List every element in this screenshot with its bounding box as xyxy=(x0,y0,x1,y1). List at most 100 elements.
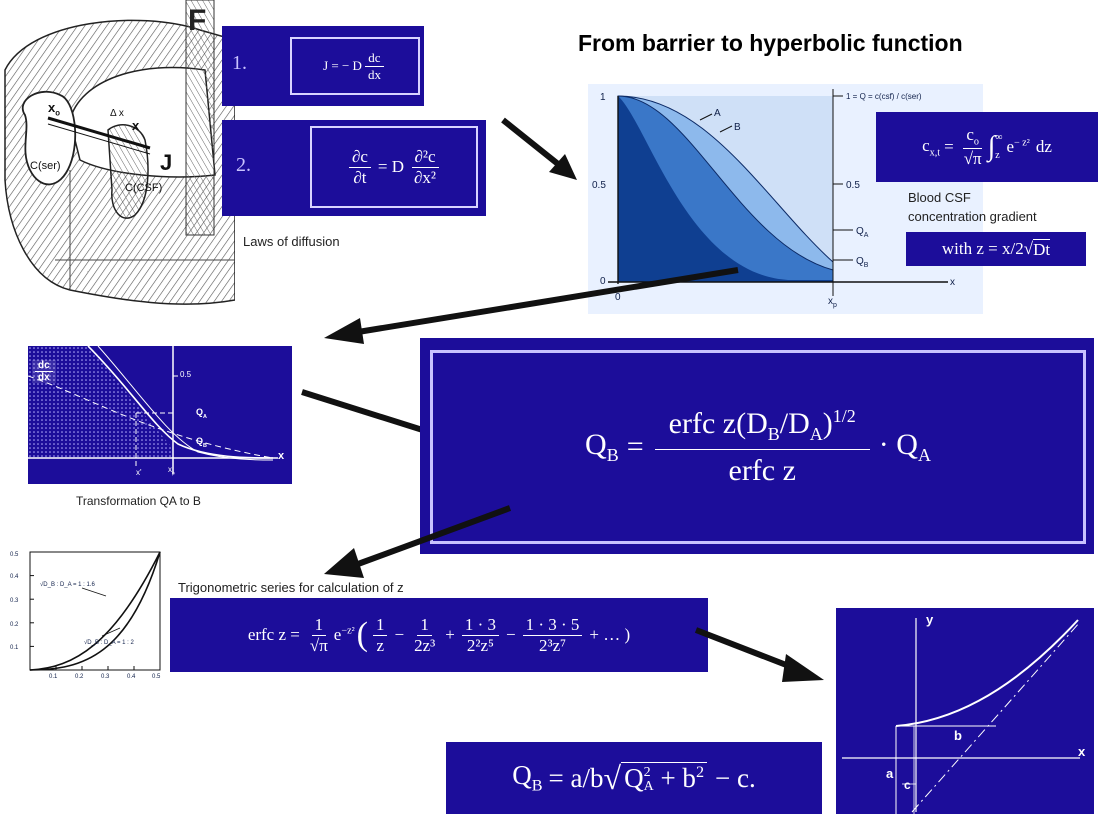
small-graph: 0.5 0.4 0.3 0.2 0.1 0.1 0.2 0.3 0.4 0.5 … xyxy=(4,544,170,684)
erfc-den: √π xyxy=(963,148,982,168)
main-eq-rhs-sub: A xyxy=(917,445,931,465)
erfc-num-main: c xyxy=(966,125,974,145)
erfc-body-sup: − z² xyxy=(1013,137,1030,149)
erfc-lhs-sub: x,t xyxy=(929,147,941,159)
series-t4-den: 2³z⁷ xyxy=(538,635,567,655)
page-title: From barrier to hyperbolic function xyxy=(578,30,963,56)
transform-xp-main: x xyxy=(168,465,172,474)
transform-dcdx-num: dc xyxy=(35,360,53,372)
small-y-tick-2: 0.4 xyxy=(10,574,19,580)
second-law-rhs-num: ∂²c xyxy=(411,147,439,168)
main-eq-num: erfc z(DB/DA)1/2 xyxy=(654,406,870,450)
transform-dcdx-fraction: dc dx xyxy=(35,360,53,383)
transformation-plot: dc dx 0.5 QA QB x x' xp xyxy=(27,345,292,484)
concentration-curve-plot: 1 0.5 0 1 = Q = c(csf) / c(ser) 0.5 A B … xyxy=(588,84,983,314)
label-f: F xyxy=(188,4,207,37)
main-eq-sign: = xyxy=(626,430,644,463)
erfc-num: co xyxy=(963,125,982,149)
arrow-curve-to-transform xyxy=(324,267,739,344)
main-eq-num-start: erfc z(D xyxy=(668,407,768,440)
series-lhs: erfc z = xyxy=(247,625,300,644)
small-x-tick-5: 0.5 xyxy=(152,674,161,680)
main-eq-num-sub1: B xyxy=(767,424,780,444)
curve-qa-main: Q xyxy=(856,226,864,237)
final-lhs: QB xyxy=(512,760,542,795)
curve-xp: xp xyxy=(828,296,837,309)
erfc-eq-sign: = xyxy=(944,137,954,156)
transform-qb-sub: B xyxy=(203,442,207,449)
curve-xp-main: x xyxy=(828,296,833,307)
second-law-mid: = D xyxy=(377,157,405,176)
main-eq-rhs: · QA xyxy=(879,428,931,466)
first-law-box: 1. J = − D dc dx xyxy=(222,26,424,106)
with-z-text: with z = x/2 xyxy=(941,239,1024,258)
small-y-tick-5: 0.1 xyxy=(10,645,19,651)
hyperbola-plot: y x b a c xyxy=(836,608,1094,814)
erfc-integral-box: cx,t = co √π ∫ ∞ z e− z² dz xyxy=(876,112,1098,182)
small-x-tick-1: 0.1 xyxy=(49,674,58,680)
hyperbola-label-c: c xyxy=(904,778,911,792)
transform-x-prime: x' xyxy=(136,468,142,477)
curve-qa-sub: A xyxy=(864,232,869,239)
curve-qb: QB xyxy=(856,256,869,269)
transform-x-axis: x xyxy=(278,450,285,462)
barrier-drawing xyxy=(0,0,236,340)
curve-qa: QA xyxy=(856,226,869,239)
main-equation-frame xyxy=(430,350,1086,544)
curve-xp-sub: p xyxy=(833,302,837,309)
label-x: x xyxy=(132,118,140,133)
series-t2-num: 1 xyxy=(417,615,432,636)
erfc-body: e− z² xyxy=(1006,137,1029,157)
series-t3-den: 2²z⁵ xyxy=(466,635,494,655)
trig-caption: Trigonometric series for calculation of … xyxy=(178,580,404,595)
first-law-den: dx xyxy=(367,66,381,82)
main-eq-den: erfc z xyxy=(728,454,796,487)
main-eq-fraction: erfc z(DB/DA)1/2 erfc z xyxy=(654,406,870,488)
curve-y-zero: 0 xyxy=(600,276,606,287)
transform-qa-main: Q xyxy=(196,407,204,417)
erfc-lhs: cx,t xyxy=(922,136,940,158)
small-x-tick-4: 0.4 xyxy=(127,674,136,680)
second-law-lhs-den: ∂t xyxy=(353,167,367,187)
small-x-tick-3: 0.3 xyxy=(101,674,110,680)
series-f1: 1√π xyxy=(307,615,331,656)
curve-x-origin: 0 xyxy=(615,292,621,303)
transform-tick: 0.5 xyxy=(180,370,192,379)
with-z-root: Dt xyxy=(1033,238,1051,259)
final-root-sign: √ xyxy=(603,759,622,796)
transform-qa-sub: A xyxy=(203,413,207,420)
series-t1-den: z xyxy=(376,635,384,655)
final-root-plus: + b xyxy=(660,762,696,793)
main-eq-num-mid: /D xyxy=(779,407,810,440)
curve-y-top: 1 xyxy=(600,92,606,103)
curve-x-axis: x xyxy=(950,277,955,288)
label-c-csf: C(CSF) xyxy=(125,182,163,194)
hyperbola-label-b: b xyxy=(954,728,962,743)
erfc-integral-upper: ∞ xyxy=(995,132,1003,143)
curve-right-top: 1 = Q = c(csf) / c(ser) xyxy=(846,92,922,101)
arrow-series-to-hyperbola xyxy=(694,627,824,682)
second-law-lhs-num: ∂c xyxy=(348,147,371,168)
series-op2: + xyxy=(445,625,455,644)
first-law-fraction: dc dx xyxy=(365,50,384,83)
main-eq-lhs: QB xyxy=(585,428,619,466)
hyperbola-x-axis: x xyxy=(1078,744,1086,759)
final-root-q-sup: 2 xyxy=(643,765,651,781)
with-z-box: with z = x/2√Dt xyxy=(906,232,1086,266)
small-x-tick-2: 0.2 xyxy=(75,674,84,680)
main-eq-num-sup: 1/2 xyxy=(832,406,856,426)
erfc-integral-lower: z xyxy=(995,150,1000,161)
curve-qb-sub: B xyxy=(864,262,869,269)
transform-xp-sub: p xyxy=(172,471,175,477)
first-law-frame: J = − D dc dx xyxy=(290,37,420,95)
small-curve-label-1: √D_B : D_A = 1 : 1.6 xyxy=(40,581,95,588)
series-op3: − xyxy=(506,625,516,644)
series-f1-num: 1 xyxy=(311,615,327,636)
final-tail: − c. xyxy=(715,762,756,793)
second-law-number: 2. xyxy=(236,154,251,176)
erfc-num-sub: o xyxy=(973,136,979,148)
first-law-number: 1. xyxy=(232,52,247,74)
